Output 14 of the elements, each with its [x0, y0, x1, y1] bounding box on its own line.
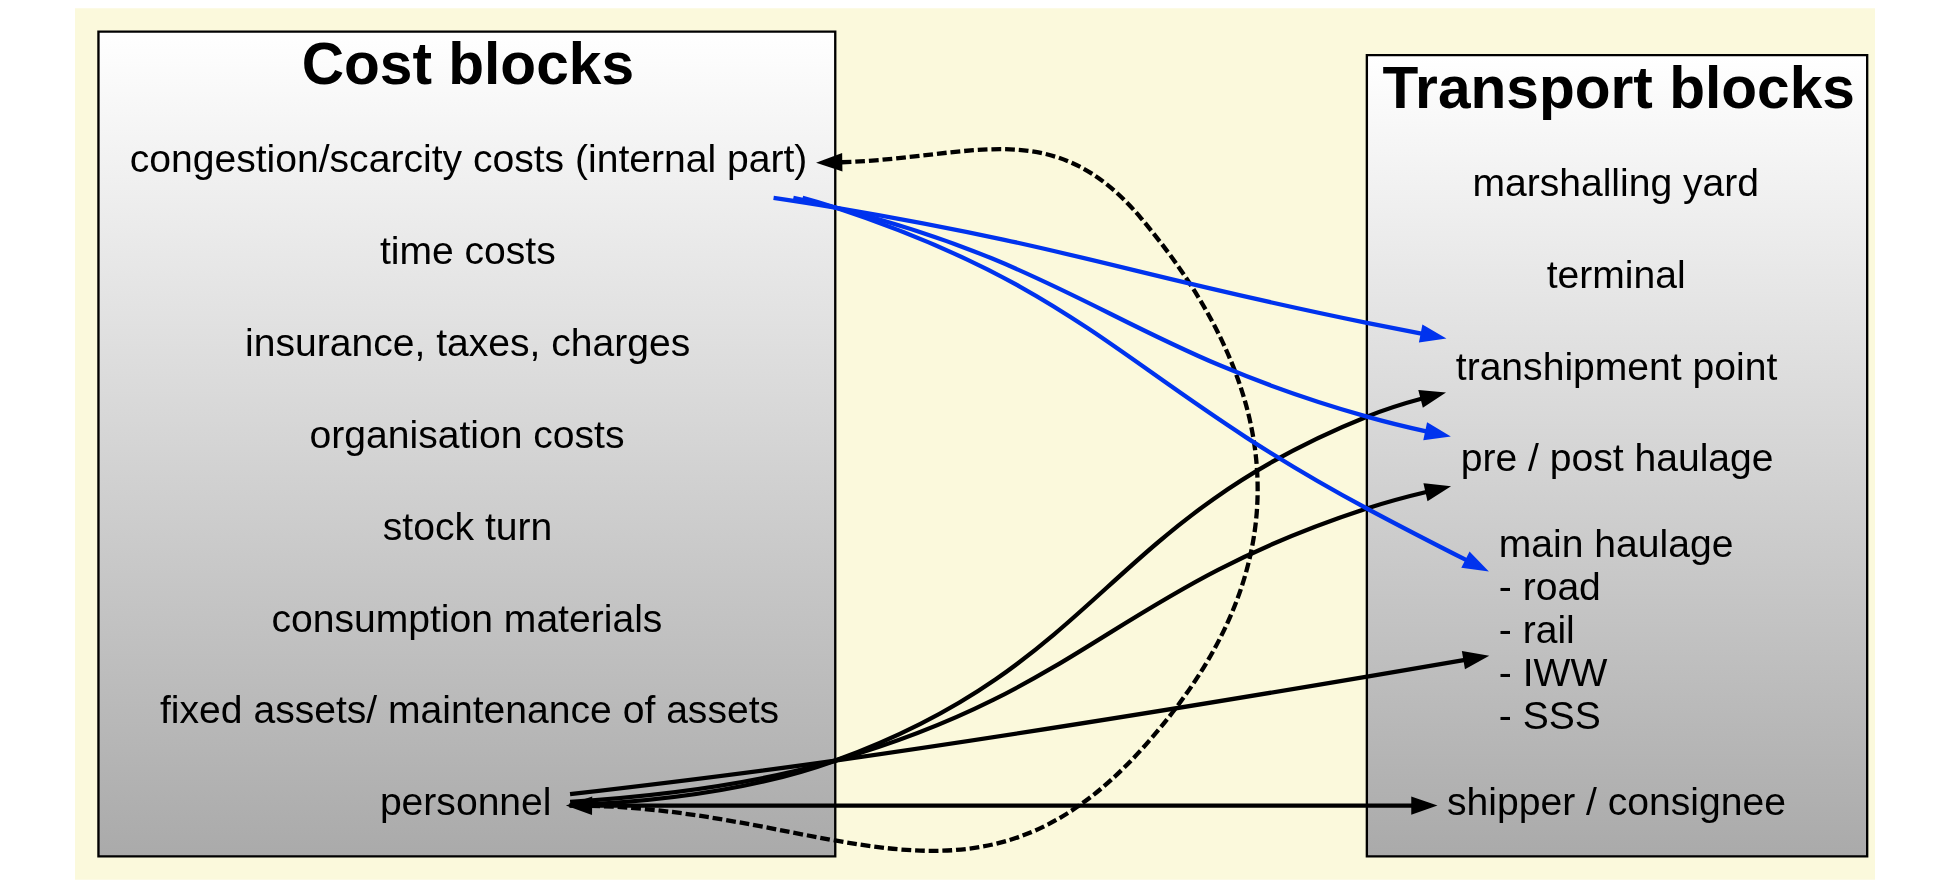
- node-text: organisation costs: [309, 412, 625, 456]
- node-text: time costs: [379, 229, 556, 273]
- node-text: fixed assets/ maintenance of assets: [159, 688, 779, 732]
- node-text: main haulage - road - rail - IWW - SSS: [1498, 522, 1733, 738]
- node-text: pre / post haulage: [1460, 436, 1774, 480]
- node-text: stock turn: [382, 504, 552, 548]
- node-text: consumption materials: [270, 596, 662, 640]
- node-text: shipper / consignee: [1446, 780, 1786, 824]
- node-text: congestion/scarcity costs (internal part): [129, 137, 807, 181]
- node-text: terminal: [1546, 252, 1686, 296]
- node-text: marshalling yard: [1471, 160, 1759, 204]
- node-text: insurance, taxes, charges: [244, 321, 690, 365]
- node-text: personnel: [379, 780, 552, 824]
- node-text: transhipment point: [1455, 344, 1777, 388]
